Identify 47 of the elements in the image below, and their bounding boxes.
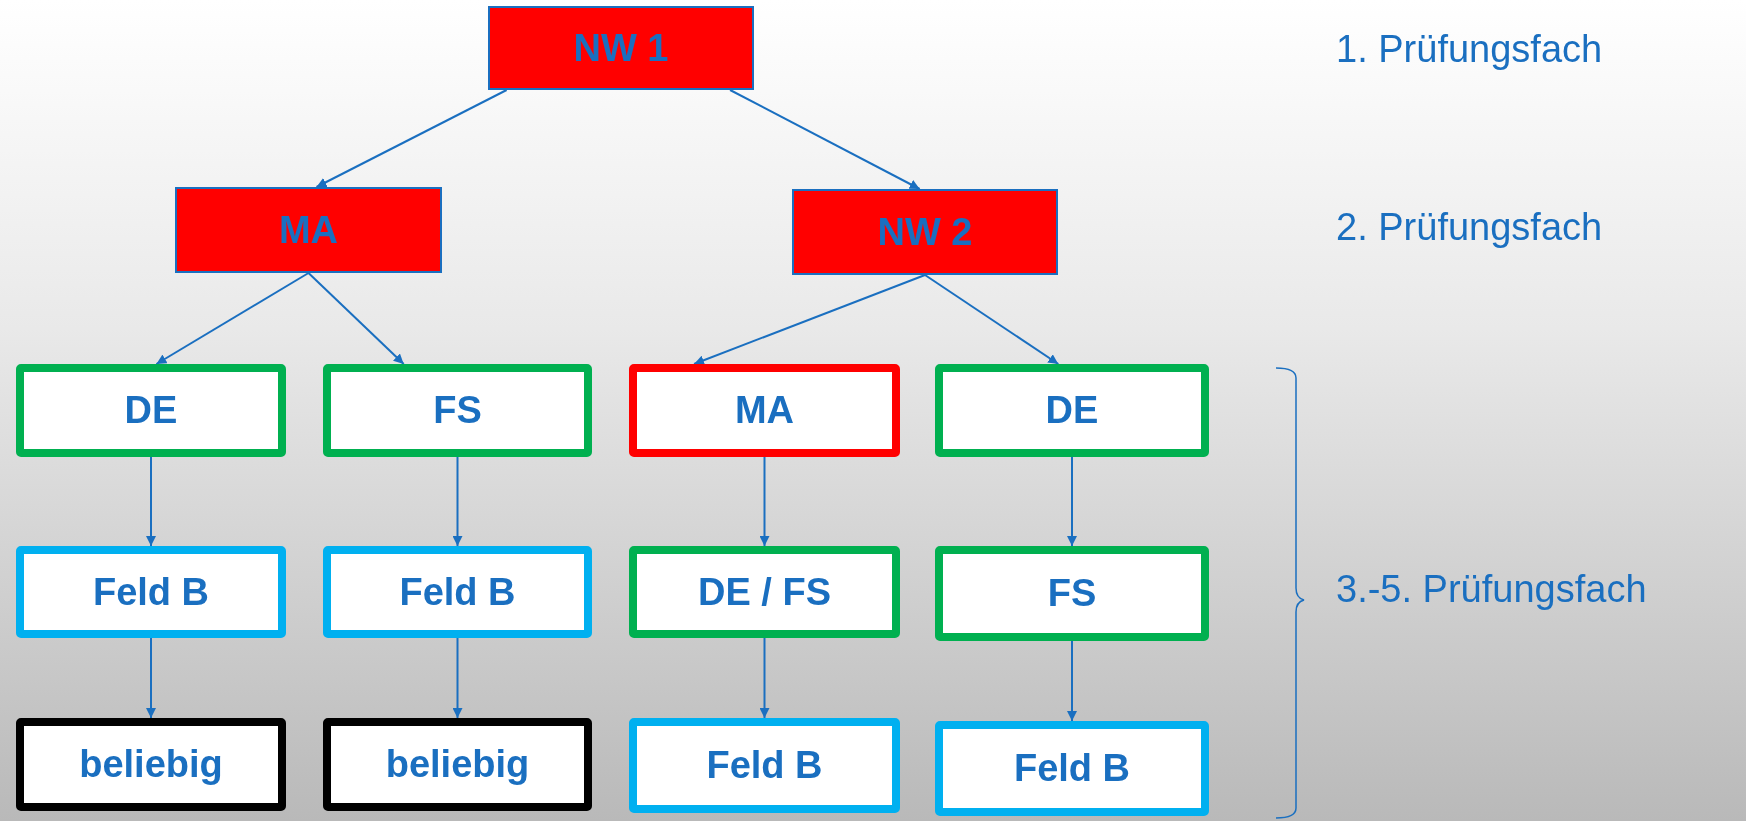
arrow [452,637,463,719]
subject-box [323,718,592,811]
arrow [315,89,508,188]
subject-box [16,718,286,811]
exam-subject-label: 2. Prüfungsfach [1336,206,1603,249]
subject-label: NW 2 [877,210,973,254]
subject-label: beliebig [79,743,223,786]
arrow [759,637,770,719]
subject-box [629,718,900,813]
arrow [146,637,156,719]
arrow [452,456,463,547]
arrow [1067,456,1077,547]
subject-box [935,364,1209,457]
exam-subject-label: 1. Prüfungsfach [1336,28,1603,71]
arrow [307,272,405,365]
subject-box [323,546,592,638]
arrow [759,456,770,547]
subject-label: DE [124,389,178,432]
subject-box [629,546,900,638]
subject-label: FS [433,389,482,432]
subject-label: beliebig [385,743,530,786]
subject-label: Feld B [1013,747,1131,790]
subject-label: DE [1045,389,1099,432]
subject-label: Feld B [399,570,516,614]
exam-subject-label: 3.-5. Prüfungsfach [1336,568,1647,611]
subject-label: DE / FS [698,570,831,614]
subject-box [323,364,592,457]
subject-label: NW 1 [573,26,669,70]
arrow [693,274,926,366]
subject-label: FS [1047,572,1097,615]
subject-label: Feld B [92,570,210,614]
arrow [1067,640,1077,722]
arrow [155,272,310,365]
subject-box [792,189,1058,275]
subject-box [935,721,1209,816]
subject-box [175,187,442,273]
arrow [729,89,921,190]
subject-label: Feld B [706,744,823,787]
arrow [924,274,1060,365]
subject-box [935,546,1209,641]
subject-box [16,546,286,638]
subject-box [16,364,286,457]
subject-label: MA [278,208,339,252]
subject-box [629,364,900,457]
arrow [146,456,156,547]
subject-box [488,6,754,90]
subject-label: MA [734,389,795,432]
